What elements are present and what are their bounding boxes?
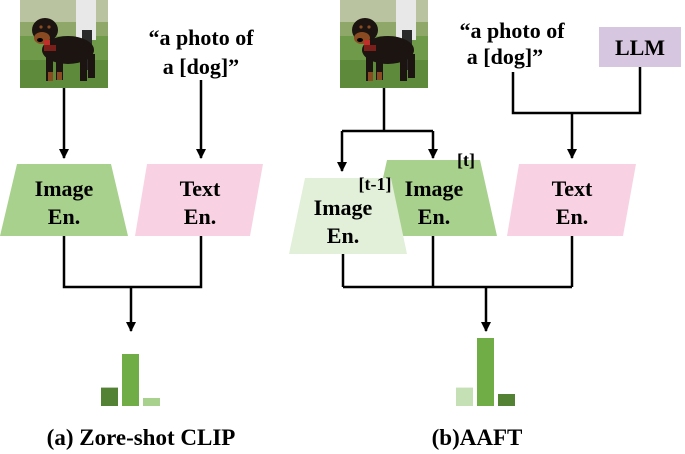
panel-a: “a photo of a [dog]” Image En. Text En. … (0, 0, 263, 450)
prediction-bars-b (456, 338, 515, 406)
dog-photo-b-icon (340, 0, 428, 88)
panel-b: “a photo of a [dog]” LLM [t] Image En. [… (289, 0, 681, 450)
tag-current: [t] (457, 150, 475, 170)
prompt-b-line1: “a photo of (459, 18, 565, 43)
text-encoder-a-label1: Text (180, 176, 221, 201)
tag-previous: [t-1] (359, 174, 392, 194)
prediction-a-bar-2 (122, 354, 139, 406)
prompt-a-line2: a [dog]” (163, 54, 239, 79)
prev-image-encoder-label2: En. (327, 223, 359, 248)
text-encoder-b-label1: Text (552, 176, 593, 201)
image-encoder-a-label2: En. (48, 204, 80, 229)
prediction-b-bar-3 (498, 394, 515, 406)
prediction-b-bar-2 (477, 338, 494, 406)
llm-label: LLM (615, 35, 665, 60)
prediction-a-bar-3 (143, 398, 160, 406)
text-encoder-b-label2: En. (556, 204, 588, 229)
prediction-bars-a (101, 354, 160, 406)
prompt-llm-merge (513, 67, 640, 113)
prev-image-encoder-label1: Image (314, 195, 373, 220)
caption-a: (a) Zore-shot CLIP (47, 425, 236, 450)
prediction-a-bar-1 (101, 388, 118, 406)
image-encoder-a-label1: Image (35, 176, 94, 201)
prediction-b-bar-1 (456, 388, 473, 406)
text-encoder-a-label2: En. (184, 204, 216, 229)
merge-line-a (64, 236, 201, 287)
image-encoder-b-label1: Image (405, 176, 464, 201)
prompt-b-line2: a [dog]” (467, 44, 543, 69)
prompt-a-line1: “a photo of (148, 25, 254, 50)
image-encoder-b-label2: En. (418, 204, 450, 229)
caption-b: (b)AAFT (432, 425, 523, 450)
dog-photo-a-icon (20, 0, 108, 88)
